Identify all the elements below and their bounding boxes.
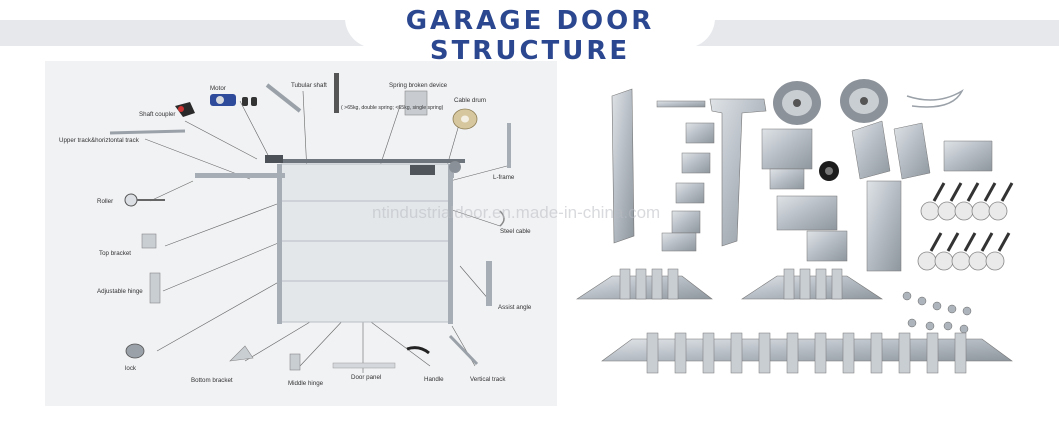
bolts-and-nuts	[902, 291, 972, 334]
label-lock: lock	[125, 365, 137, 372]
rollers-bottom	[917, 232, 1011, 271]
vertical-track-icon	[448, 334, 479, 366]
rollers-top	[920, 182, 1014, 221]
hardware-photo	[572, 61, 1042, 406]
hinge-long	[601, 332, 1013, 374]
spring-broken-device-icon	[404, 90, 428, 116]
structure-diagram-panel: Motor Tubular shaft Spring broken device…	[45, 61, 557, 406]
label-shaft-coupler: Shaft coupler	[139, 111, 175, 118]
bottom-bracket-icon	[229, 345, 254, 362]
label-upper-track: Upper track&horiztontal track	[59, 137, 140, 144]
hinge-small-left	[575, 268, 713, 300]
label-tubular-shaft: Tubular shaft	[291, 82, 327, 89]
label-door-panel: Door panel	[351, 374, 381, 381]
upper-track-icon	[109, 129, 186, 135]
label-handle: Handle	[424, 376, 444, 383]
cable-drums	[773, 79, 888, 125]
label-vertical-track: Vertical track	[470, 376, 506, 383]
top-brackets	[661, 122, 715, 252]
hinge-small-right	[740, 268, 884, 300]
hardware-illustration	[575, 79, 1014, 374]
label-motor: Motor	[210, 85, 226, 92]
handle-icon	[406, 346, 430, 355]
label-spring-note: ( >65kg, double spring; <65kg, single sp…	[341, 105, 444, 111]
roller-icon	[124, 193, 165, 207]
label-spring-broken-device: Spring broken device	[389, 82, 448, 89]
label-l-frame: L-frame	[493, 174, 515, 181]
tubular-shaft-icon	[265, 83, 302, 113]
page-title: GARAGE DOOR STRUCTURE	[405, 6, 655, 66]
label-cable-drum: Cable drum	[454, 97, 486, 104]
door-panel-icon	[332, 362, 396, 369]
assist-angle-icon	[486, 261, 492, 306]
label-steel-cable: Steel cable	[500, 228, 531, 235]
cable-drum-icon	[452, 108, 478, 130]
structure-diagram: Motor Tubular shaft Spring broken device…	[59, 73, 532, 387]
spring-icon	[334, 73, 339, 113]
label-roller: Roller	[97, 198, 113, 205]
angle-brackets	[851, 120, 993, 272]
label-assist-angle: Assist angle	[498, 304, 532, 311]
label-middle-hinge: Middle hinge	[288, 380, 324, 387]
garage-door-assembly	[195, 155, 465, 324]
motor-icon	[210, 94, 257, 106]
bearing-plates	[761, 128, 848, 262]
shaft-coupler-icon	[175, 102, 195, 117]
title-tab: GARAGE DOOR STRUCTURE	[345, 0, 715, 66]
leader-lines	[144, 90, 508, 373]
track-bracket-right	[709, 98, 767, 247]
top-bracket-icon	[141, 233, 157, 249]
steel-cable-icon	[499, 210, 505, 227]
steel-cable	[906, 89, 964, 108]
lock-icon	[125, 343, 145, 359]
middle-hinge-icon	[289, 353, 301, 371]
label-adjustable-hinge: Adjustable hinge	[97, 288, 143, 295]
l-frame-icon	[507, 123, 511, 168]
adjustable-hinge-icon	[149, 272, 161, 304]
track-bracket-left	[611, 88, 635, 244]
label-top-bracket: Top bracket	[99, 250, 131, 257]
label-bottom-bracket: Bottom bracket	[191, 377, 233, 384]
